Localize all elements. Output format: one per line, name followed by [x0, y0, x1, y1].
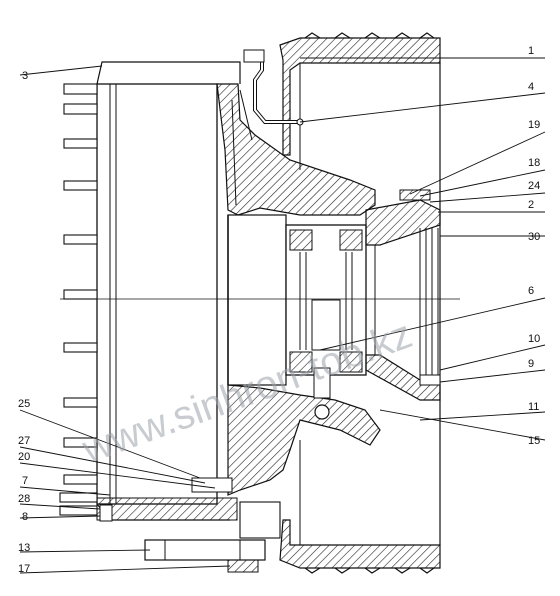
label-17: 17 [18, 563, 30, 575]
label-25: 25 [18, 398, 30, 410]
label-13: 13 [18, 542, 30, 554]
label-10: 10 [528, 333, 540, 345]
label-30: 30 [528, 231, 540, 243]
oil-pipe [243, 49, 304, 126]
label-2: 2 [528, 199, 534, 211]
label-20: 20 [18, 451, 30, 463]
label-28: 28 [18, 493, 30, 505]
leader-lines [19, 57, 546, 574]
label-3: 3 [22, 70, 28, 82]
spindle [216, 83, 381, 496]
label-27: 27 [18, 435, 30, 447]
label-19: 19 [528, 119, 540, 131]
part-labels: 3 1 4 19 18 24 2 30 6 10 9 11 15 25 27 2… [18, 45, 540, 575]
label-7: 7 [22, 475, 28, 487]
label-24: 24 [528, 180, 540, 192]
label-8: 8 [22, 511, 28, 523]
label-1: 1 [528, 45, 534, 57]
clutch-plates [365, 189, 441, 401]
label-6: 6 [528, 285, 534, 297]
label-11: 11 [528, 401, 539, 413]
bearing-assembly [285, 224, 367, 376]
label-9: 9 [528, 358, 534, 370]
bottom-fittings [144, 367, 331, 573]
label-15: 15 [528, 435, 540, 447]
label-18: 18 [528, 157, 540, 169]
hub-drum [279, 32, 441, 574]
label-4: 4 [528, 81, 534, 93]
studs [59, 83, 98, 516]
